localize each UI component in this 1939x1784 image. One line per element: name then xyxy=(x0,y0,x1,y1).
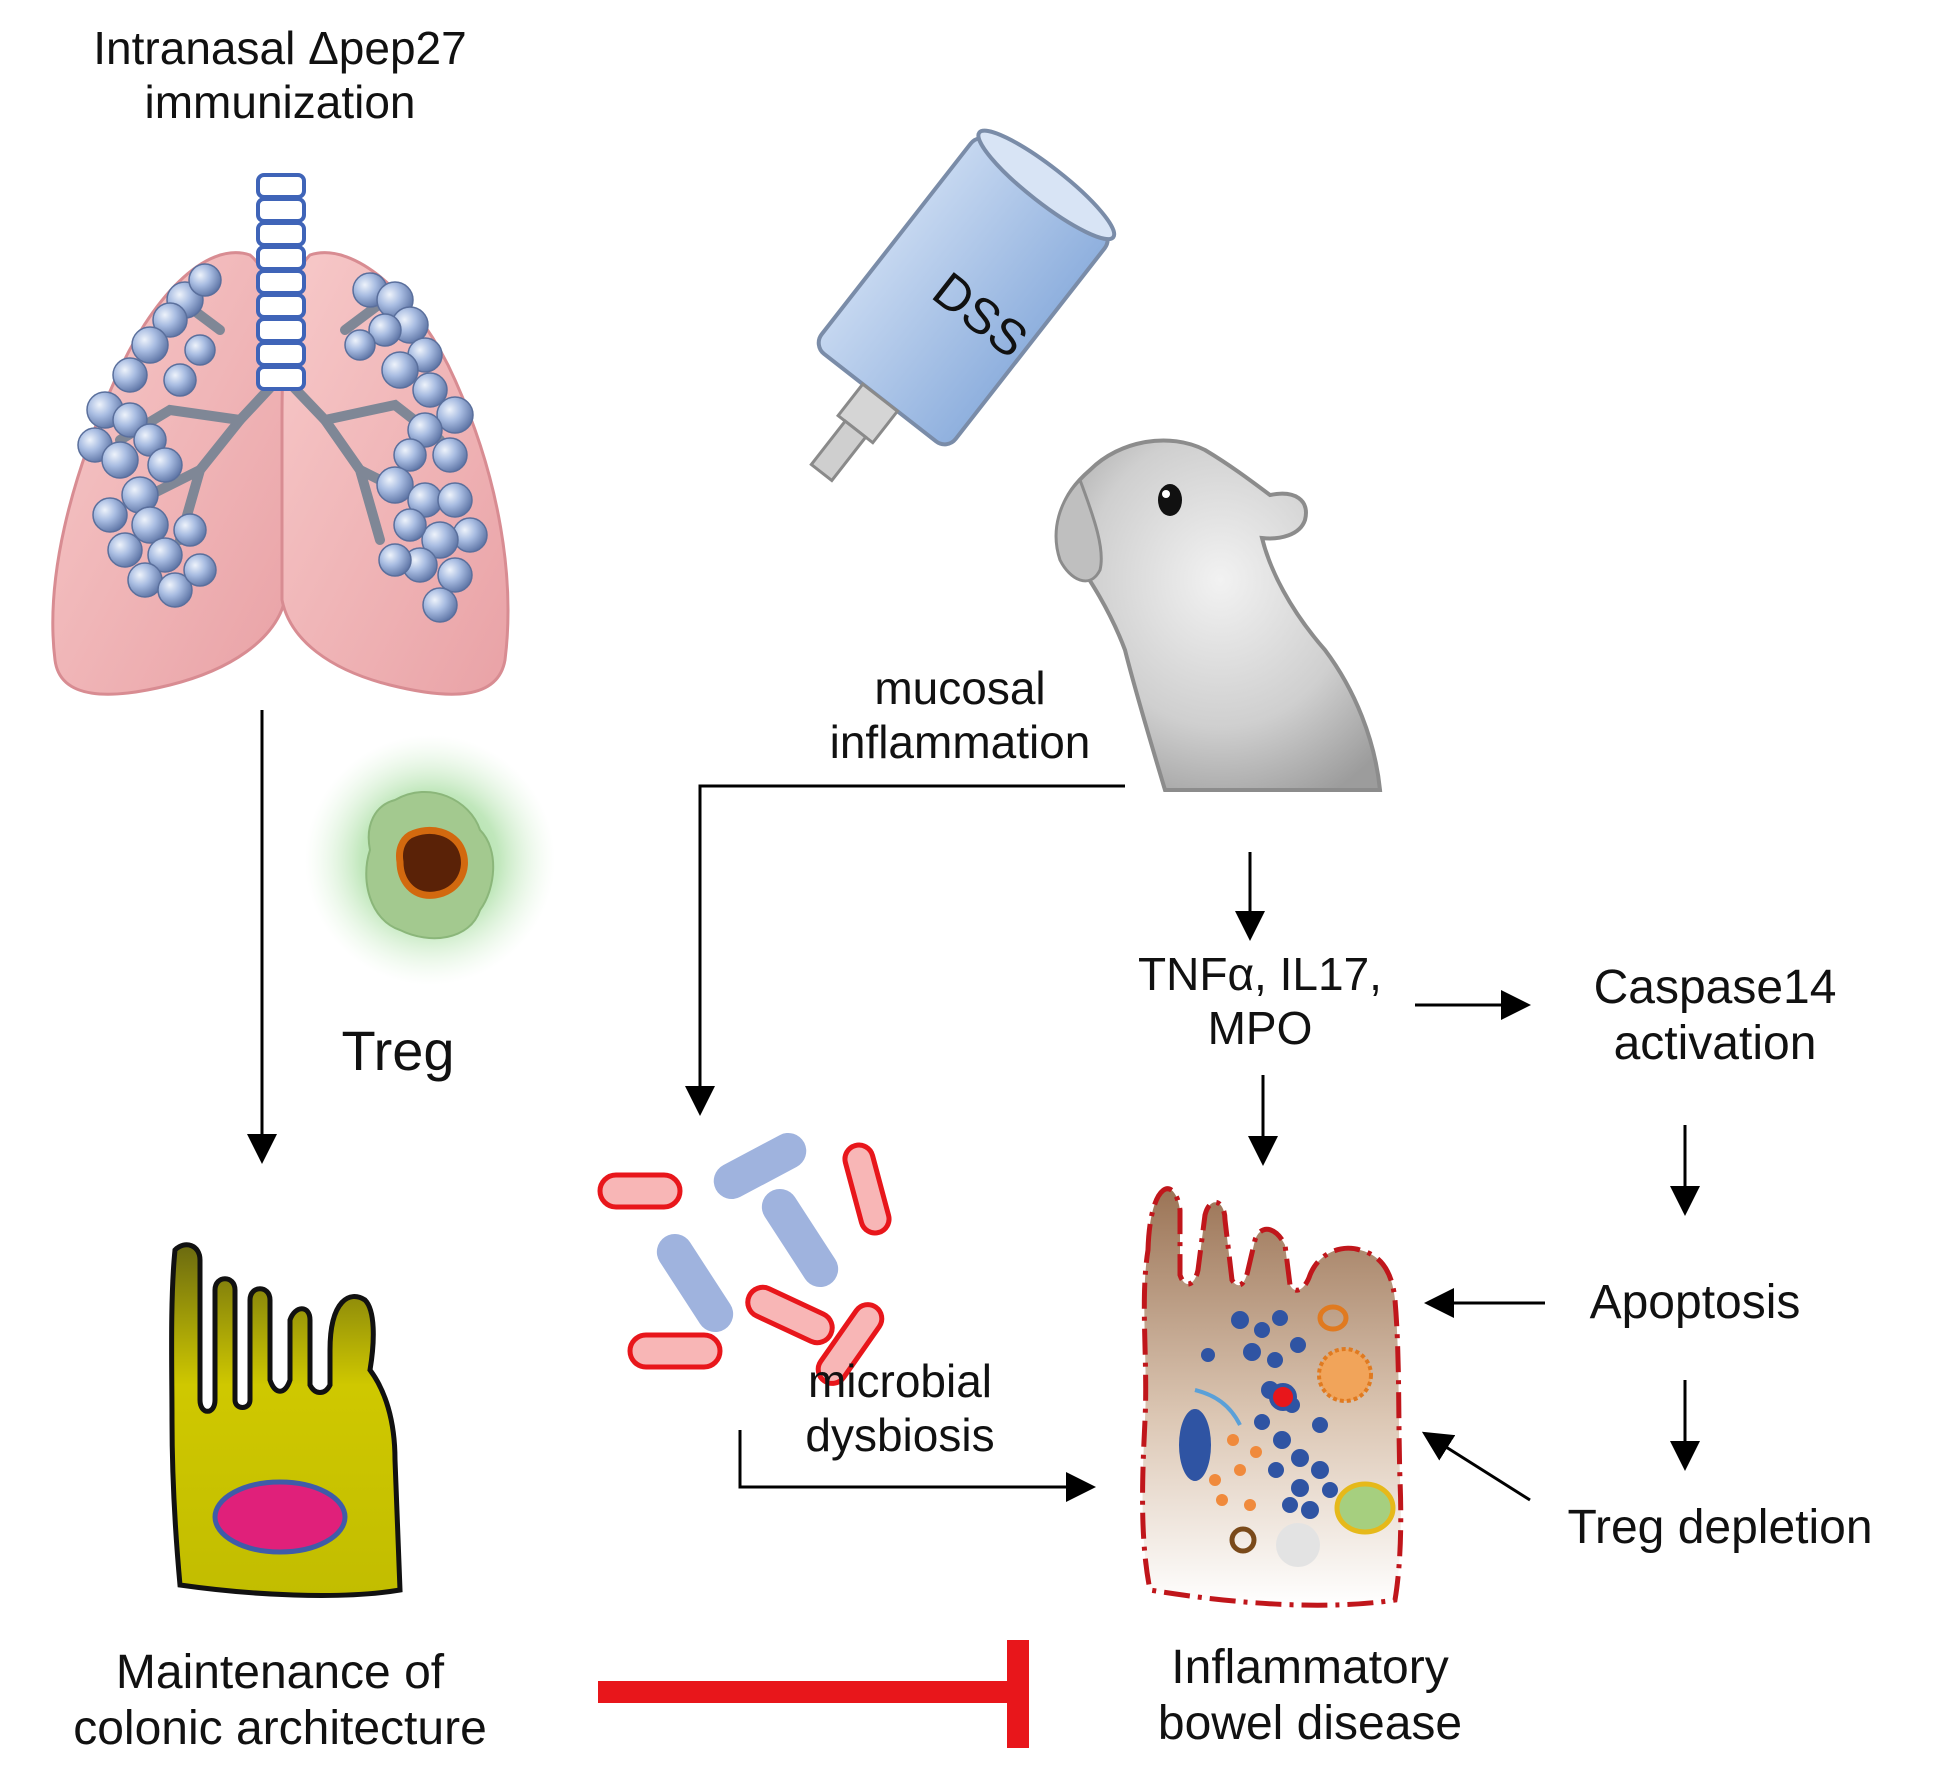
arrow-dysbiosis-to-ibd xyxy=(738,1430,1096,1502)
trachea xyxy=(256,173,306,391)
cytokines-line1: TNFα, IL17, xyxy=(1138,948,1382,1000)
mucosal-line2: inflammation xyxy=(829,715,1091,768)
maintenance-line1: Maintenance of xyxy=(115,1646,445,1699)
inflamed-colon-tissue xyxy=(1140,1186,1404,1608)
healthy-colon-tissue xyxy=(169,1242,403,1598)
treg-nucleus xyxy=(396,826,468,899)
mouse-eye xyxy=(1158,484,1182,516)
arrow-mucosal-to-bacteria xyxy=(685,784,1125,1116)
mouse-illustration xyxy=(1054,438,1383,792)
treg-label: Treg xyxy=(341,1019,455,1082)
ibd-label: Inflammatory bowel disease xyxy=(1090,1640,1530,1752)
bacteria-cluster xyxy=(597,1132,892,1386)
immunization-line2: immunization xyxy=(144,75,416,128)
dysbiosis-line1: microbial xyxy=(807,1355,993,1407)
apoptosis-label: Apoptosis xyxy=(1589,1276,1801,1329)
dysbiosis-label: microbial dysbiosis xyxy=(740,1355,1060,1463)
maintenance-label: Maintenance of colonic architecture xyxy=(40,1645,520,1757)
healthy-nucleus xyxy=(212,1479,348,1555)
alveoli xyxy=(77,263,488,623)
caspase-line2: activation xyxy=(1613,1017,1817,1071)
cytokines-line2: MPO xyxy=(1207,1001,1313,1054)
arrows xyxy=(247,710,1700,1502)
dss-bottle xyxy=(809,128,1117,483)
immunization-line1: Intranasal Δpep27 xyxy=(93,22,467,74)
caspase-label: Caspase14 activation xyxy=(1545,960,1885,1072)
immunization-label: Intranasal Δpep27 immunization xyxy=(30,22,530,130)
maintenance-line2: colonic architecture xyxy=(73,1702,487,1756)
arrow-treg-depletion-to-ibd xyxy=(1421,1431,1531,1502)
ibd-line2: bowel disease xyxy=(1157,1697,1463,1751)
dysbiosis-line2: dysbiosis xyxy=(805,1408,995,1461)
cytokines-label: TNFα, IL17, MPO xyxy=(1090,948,1430,1056)
ibd-line1: Inflammatory xyxy=(1171,1641,1449,1694)
treg-cell xyxy=(305,735,555,985)
mucosal-inflammation-label: mucosal inflammation xyxy=(760,662,1160,770)
caspase-line1: Caspase14 xyxy=(1593,961,1837,1014)
lungs-illustration xyxy=(51,173,510,696)
treg-depletion-label: Treg depletion xyxy=(1567,1501,1873,1554)
inhibition-bar xyxy=(598,1640,1029,1748)
mucosal-line1: mucosal xyxy=(874,662,1046,714)
